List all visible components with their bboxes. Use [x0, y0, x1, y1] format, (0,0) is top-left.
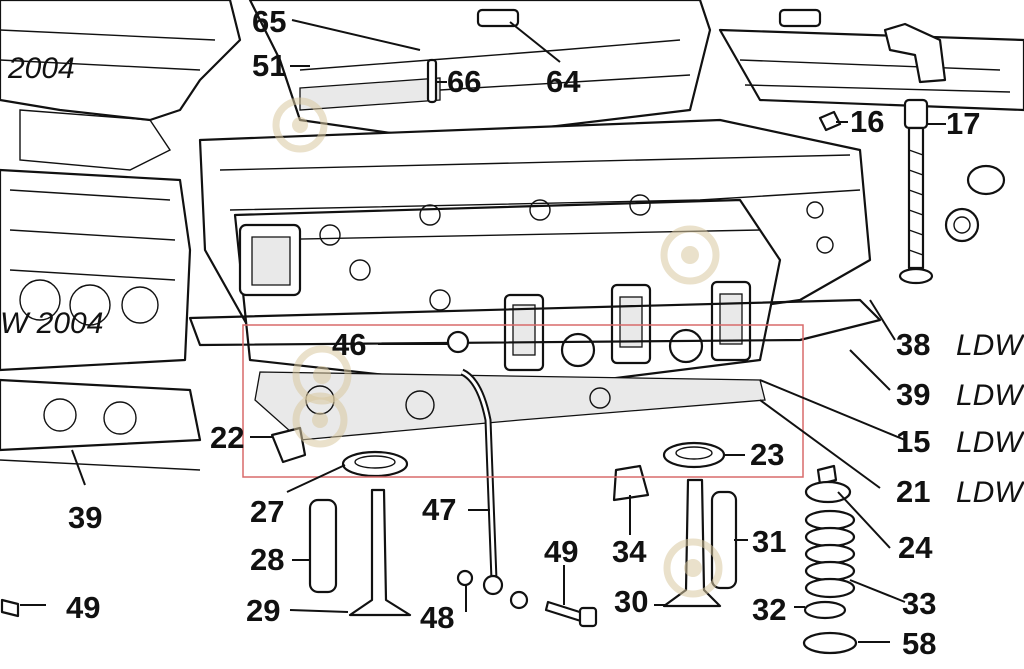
callout-64: 64	[546, 64, 581, 99]
callout-48: 48	[420, 600, 454, 635]
leader-lines	[20, 19, 946, 643]
callout-21: 21	[896, 474, 930, 509]
callout-29: 29	[246, 593, 280, 628]
callout-27: 27	[250, 494, 284, 529]
callout-49: 49	[66, 590, 100, 625]
callout-15: 15	[896, 424, 930, 459]
model-label: LDW	[956, 426, 1024, 459]
model-label: W 2004	[0, 307, 103, 340]
callout-17: 17	[946, 106, 980, 141]
model-labels: 2004 W 2004 LDW LDW LDW LDW	[0, 52, 1024, 509]
callout-39: 39	[68, 500, 102, 535]
callout-22: 22	[210, 420, 244, 455]
oil-pipe-47	[446, 330, 529, 610]
callout-38: 38	[896, 327, 930, 362]
left-engine-block-drawing	[0, 0, 242, 471]
valve-parts	[0, 8, 1006, 655]
model-label: LDW	[956, 329, 1024, 362]
callout-32: 32	[752, 592, 786, 627]
model-label: 2004	[7, 52, 75, 85]
callout-numbers: 65 51 66 64 16 17 46 38 39 15 22 23 21 2…	[66, 4, 980, 661]
highlight-box	[242, 324, 804, 478]
callout-16: 16	[850, 104, 884, 139]
callout-51: 51	[252, 48, 286, 83]
cylinder-head-body	[198, 118, 872, 392]
model-label: LDW	[956, 379, 1024, 412]
rocker-cover-drawing	[248, 0, 1024, 142]
valve-spring-33	[804, 509, 856, 599]
callout-23: 23	[750, 437, 784, 472]
callout-28: 28	[250, 542, 284, 577]
callout-30: 30	[614, 584, 648, 619]
watermark-logo	[272, 97, 723, 598]
callout-49: 49	[544, 534, 578, 569]
callout-31: 31	[752, 524, 786, 559]
callout-34: 34	[612, 534, 647, 569]
callout-47: 47	[422, 492, 456, 527]
callout-39: 39	[896, 377, 930, 412]
callout-65: 65	[252, 4, 286, 39]
callout-33: 33	[902, 586, 936, 621]
callout-46: 46	[332, 327, 366, 362]
callout-24: 24	[898, 530, 933, 565]
callout-58: 58	[902, 626, 936, 661]
model-label: LDW	[956, 476, 1024, 509]
callout-66: 66	[447, 64, 481, 99]
